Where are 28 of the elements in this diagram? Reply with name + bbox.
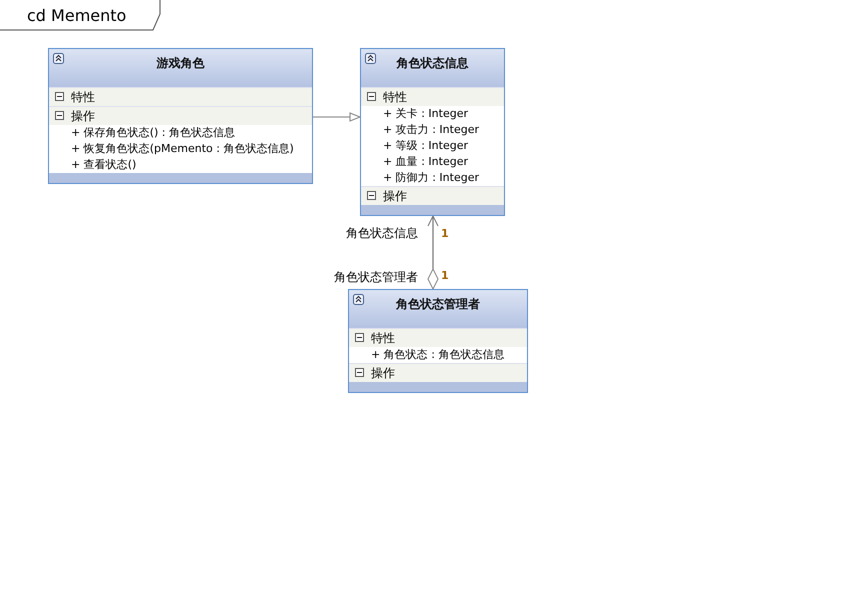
diagram-title: cd Memento <box>27 6 126 25</box>
member-text: + 保存角色状态() : 角色状态信息 <box>71 125 235 141</box>
class-box <box>348 289 528 393</box>
member-text: + 查看状态() <box>71 157 136 173</box>
member-text: + 防御力 : Integer <box>383 170 479 186</box>
member-text: + 恢复角色状态(pMemento : 角色状态信息) <box>71 141 294 157</box>
section-heading: 特性 <box>371 330 395 347</box>
multiplicity-label: 1 <box>441 227 449 240</box>
role-label: 角色状态信息 <box>346 225 418 242</box>
multiplicity-label: 1 <box>441 269 449 282</box>
member-text: + 关卡 : Integer <box>383 106 468 122</box>
class-name: 游戏角色 <box>156 56 204 70</box>
member-text: + 血量 : Integer <box>383 154 468 170</box>
class-box <box>48 48 313 184</box>
section-heading: 操作 <box>71 108 95 125</box>
aggregation-arrow <box>428 216 438 290</box>
role-label: 角色状态管理者 <box>334 269 418 286</box>
member-text: + 攻击力 : Integer <box>383 122 479 138</box>
member-text: + 角色状态 : 角色状态信息 <box>371 347 504 363</box>
section-heading: 特性 <box>71 89 95 106</box>
arrow <box>313 112 360 122</box>
section-heading: 操作 <box>383 188 407 205</box>
section-heading: 操作 <box>371 365 395 382</box>
class-name: 角色状态管理者 <box>396 297 480 311</box>
section-heading: 特性 <box>383 89 407 106</box>
class-name: 角色状态信息 <box>396 56 468 70</box>
class-box <box>360 48 505 216</box>
member-text: + 等级 : Integer <box>383 138 468 154</box>
